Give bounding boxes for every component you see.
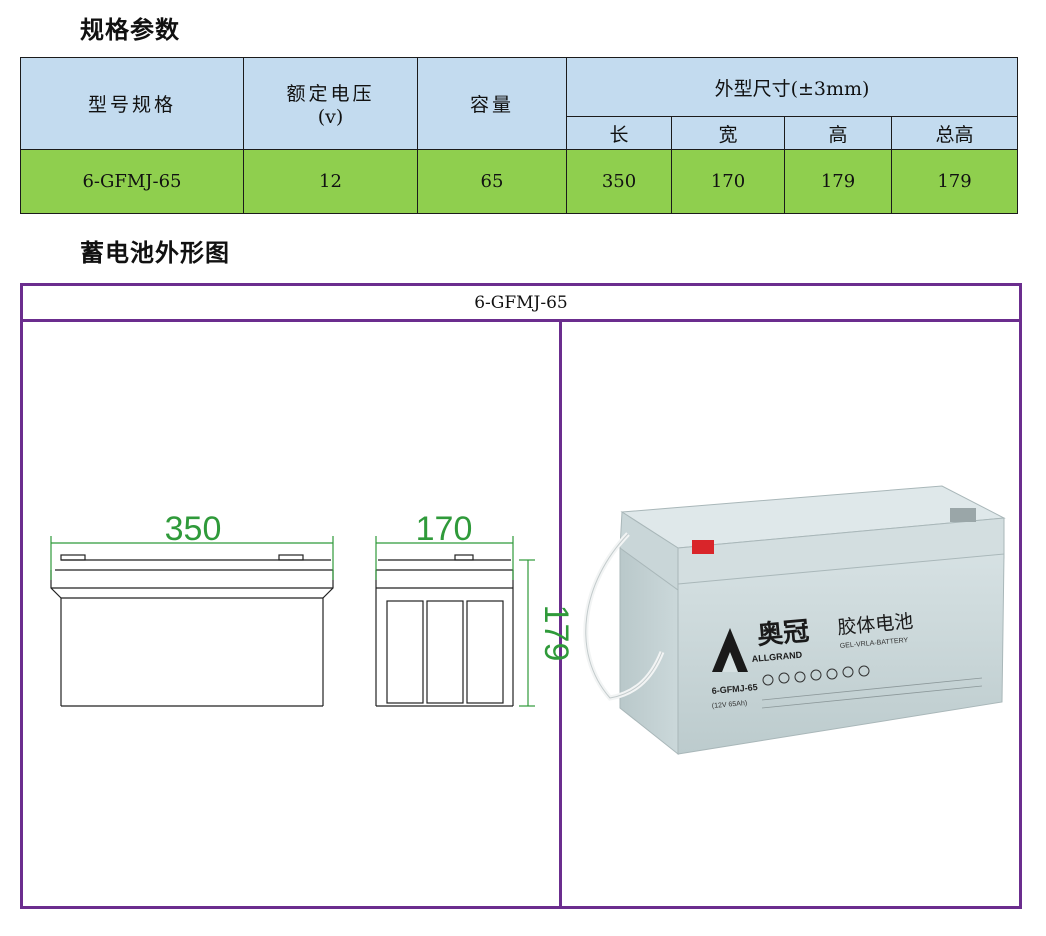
battery-rating: (12V 65Ah) xyxy=(712,700,748,710)
battery-brand-cn: 奥冠 xyxy=(756,616,811,651)
header-length: 长 xyxy=(566,116,672,150)
cert-icons xyxy=(762,665,870,686)
cell-width: 170 xyxy=(671,149,785,214)
cell-height: 179 xyxy=(784,149,892,214)
figure-frame: 6-GFMJ-65 xyxy=(20,283,1022,909)
header-total-height: 总高 xyxy=(891,116,1018,150)
header-dimensions: 外型尺寸(±3mm) xyxy=(566,57,1018,117)
length-label: 350 xyxy=(165,510,222,548)
technical-drawing: 350 170 179 xyxy=(23,322,575,906)
spec-heading: 规格参数 xyxy=(80,16,180,44)
width-label: 170 xyxy=(416,510,473,548)
front-view xyxy=(50,554,334,707)
battery-svg: 奥冠 ALLGRAND 胶体电池 GEL-VRLA-BATTERY 6-GFMJ… xyxy=(583,485,1006,756)
header-model: 型号规格 xyxy=(20,57,244,150)
header-capacity: 容量 xyxy=(417,57,567,150)
header-voltage: 额定电压 (v) xyxy=(243,57,418,150)
battery-brand-en: ALLGRAND xyxy=(751,650,803,664)
cell-capacity: 65 xyxy=(417,149,567,214)
cell-voltage: 12 xyxy=(243,149,418,214)
spec-table: 型号规格 额定电压 (v) 容量 外型尺寸(±3mm) 长 宽 高 总高 6-G… xyxy=(20,57,1018,214)
battery-model: 6-GFMJ-65 xyxy=(711,682,758,696)
battery-photo: 奥冠 ALLGRAND 胶体电池 GEL-VRLA-BATTERY 6-GFMJ… xyxy=(562,322,1019,906)
height-label: 179 xyxy=(537,605,575,662)
figure-divider xyxy=(559,322,562,906)
figure-heading: 蓄电池外形图 xyxy=(80,239,230,267)
cell-length: 350 xyxy=(566,149,672,214)
figure-title: 6-GFMJ-65 xyxy=(23,286,1019,322)
positive-terminal xyxy=(692,540,714,554)
negative-terminal xyxy=(950,508,976,522)
cell-model: 6-GFMJ-65 xyxy=(20,149,244,214)
side-view xyxy=(375,554,514,707)
header-height: 高 xyxy=(784,116,892,150)
header-width: 宽 xyxy=(671,116,785,150)
logo-icon xyxy=(712,628,748,672)
cell-total-height: 179 xyxy=(891,149,1018,214)
drawing-svg: 350 170 179 xyxy=(50,510,575,707)
